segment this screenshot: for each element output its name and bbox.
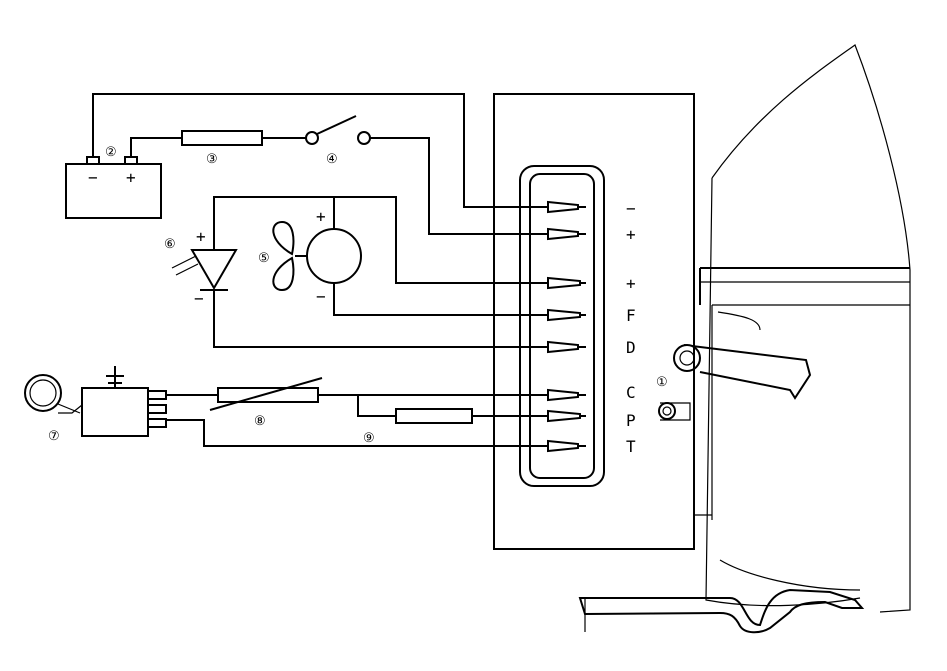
variable-resistor: ⑧ (209, 377, 323, 429)
sender-unit (81, 366, 167, 437)
connector-pins (547, 200, 586, 453)
terminal-label: − (626, 199, 636, 218)
lower-bracket (578, 588, 865, 634)
motor-minus-label: − (316, 287, 326, 306)
connector-pin (547, 276, 581, 290)
label-8: ⑧ (254, 414, 266, 429)
terminal-labels: − + + FD CPT (626, 199, 636, 456)
connector-pin (547, 200, 579, 214)
label-7: ⑦ (48, 429, 60, 444)
diode: + − ⑥ (164, 227, 238, 308)
terminal-label: C (626, 383, 636, 402)
label-9: ⑨ (363, 431, 375, 446)
label-6: ⑥ (164, 237, 176, 252)
terminal-label: D (626, 338, 636, 357)
resistor: ⑨ (363, 408, 473, 446)
label-3: ③ (206, 152, 218, 167)
connector-pin (547, 227, 579, 241)
battery: − + ② (65, 145, 162, 219)
terminal-label: P (626, 411, 636, 430)
diode-minus-label: − (194, 289, 204, 308)
tiller-handle (658, 344, 812, 421)
label-5: ⑤ (258, 251, 270, 266)
battery-plus-label: + (126, 168, 136, 187)
terminal-label: T (626, 437, 636, 456)
motor-plus-label: + (316, 207, 326, 226)
connector-pin (547, 409, 581, 423)
connector-pin (547, 340, 579, 354)
connector-pin (547, 308, 581, 322)
sensor-coil: ⑦ (24, 374, 81, 444)
label-1: ① (656, 375, 668, 390)
terminal-label: + (626, 225, 636, 244)
connector-pin (547, 439, 579, 453)
terminal-label: + (626, 274, 636, 293)
label-4: ④ (326, 152, 338, 167)
connector-pin (547, 388, 579, 402)
fuse: ③ (181, 130, 263, 167)
fan-motor: + − ⑤ (258, 207, 362, 306)
switch: ④ (305, 115, 371, 167)
wires (58, 93, 548, 447)
diode-plus-label: + (196, 227, 206, 246)
terminal-label: F (626, 306, 636, 325)
battery-minus-label: − (88, 168, 98, 187)
control-box (493, 93, 695, 550)
label-2: ② (105, 145, 117, 160)
